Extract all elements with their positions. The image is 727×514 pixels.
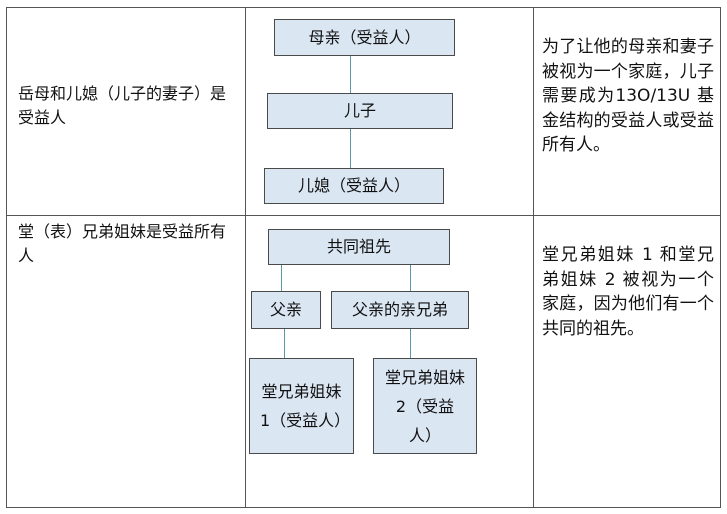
fathers-sibling-box: 父亲的亲兄弟	[331, 291, 469, 329]
daughter-in-law-box: 儿媳（受益人）	[264, 168, 444, 204]
cousin2-box: 堂兄弟姐妹 2（受益人）	[373, 358, 477, 454]
mother-box: 母亲（受益人）	[274, 19, 455, 56]
column-divider-1	[245, 8, 246, 507]
row2-description: 堂（表）兄弟姐妹是受益所有人	[18, 222, 227, 265]
family-beneficiary-table: 岳母和儿媳（儿子的妻子）是受益人 母亲（受益人） 儿子 儿媳（受益人） 为了让他…	[6, 7, 721, 508]
row1-explanation: 为了让他的母亲和妻子被视为一个家庭，儿子需要成为13O/13U 基金结构的受益人…	[542, 37, 714, 155]
connector-ancestor-father	[281, 265, 282, 291]
column-divider-2	[533, 8, 534, 507]
common-ancestor-box: 共同祖先	[268, 229, 450, 265]
connector-father-cousin1	[284, 329, 285, 358]
cousin1-box: 堂兄弟姐妹 1（受益人）	[249, 358, 354, 454]
son-box: 儿子	[267, 93, 453, 129]
connector-uncle-cousin2	[410, 329, 411, 358]
row-divider	[7, 215, 720, 216]
row2-explanation: 堂兄弟姐妹 1 和堂兄弟姐妹 2 被视为一个家庭，因为他们有一个共同的祖先。	[542, 245, 714, 339]
connector-ancestor-uncle	[410, 265, 411, 291]
row1-description: 岳母和儿媳（儿子的妻子）是受益人	[18, 84, 227, 127]
father-box: 父亲	[251, 291, 321, 329]
connector-mother-son	[350, 56, 351, 93]
connector-son-daughter	[350, 129, 351, 168]
